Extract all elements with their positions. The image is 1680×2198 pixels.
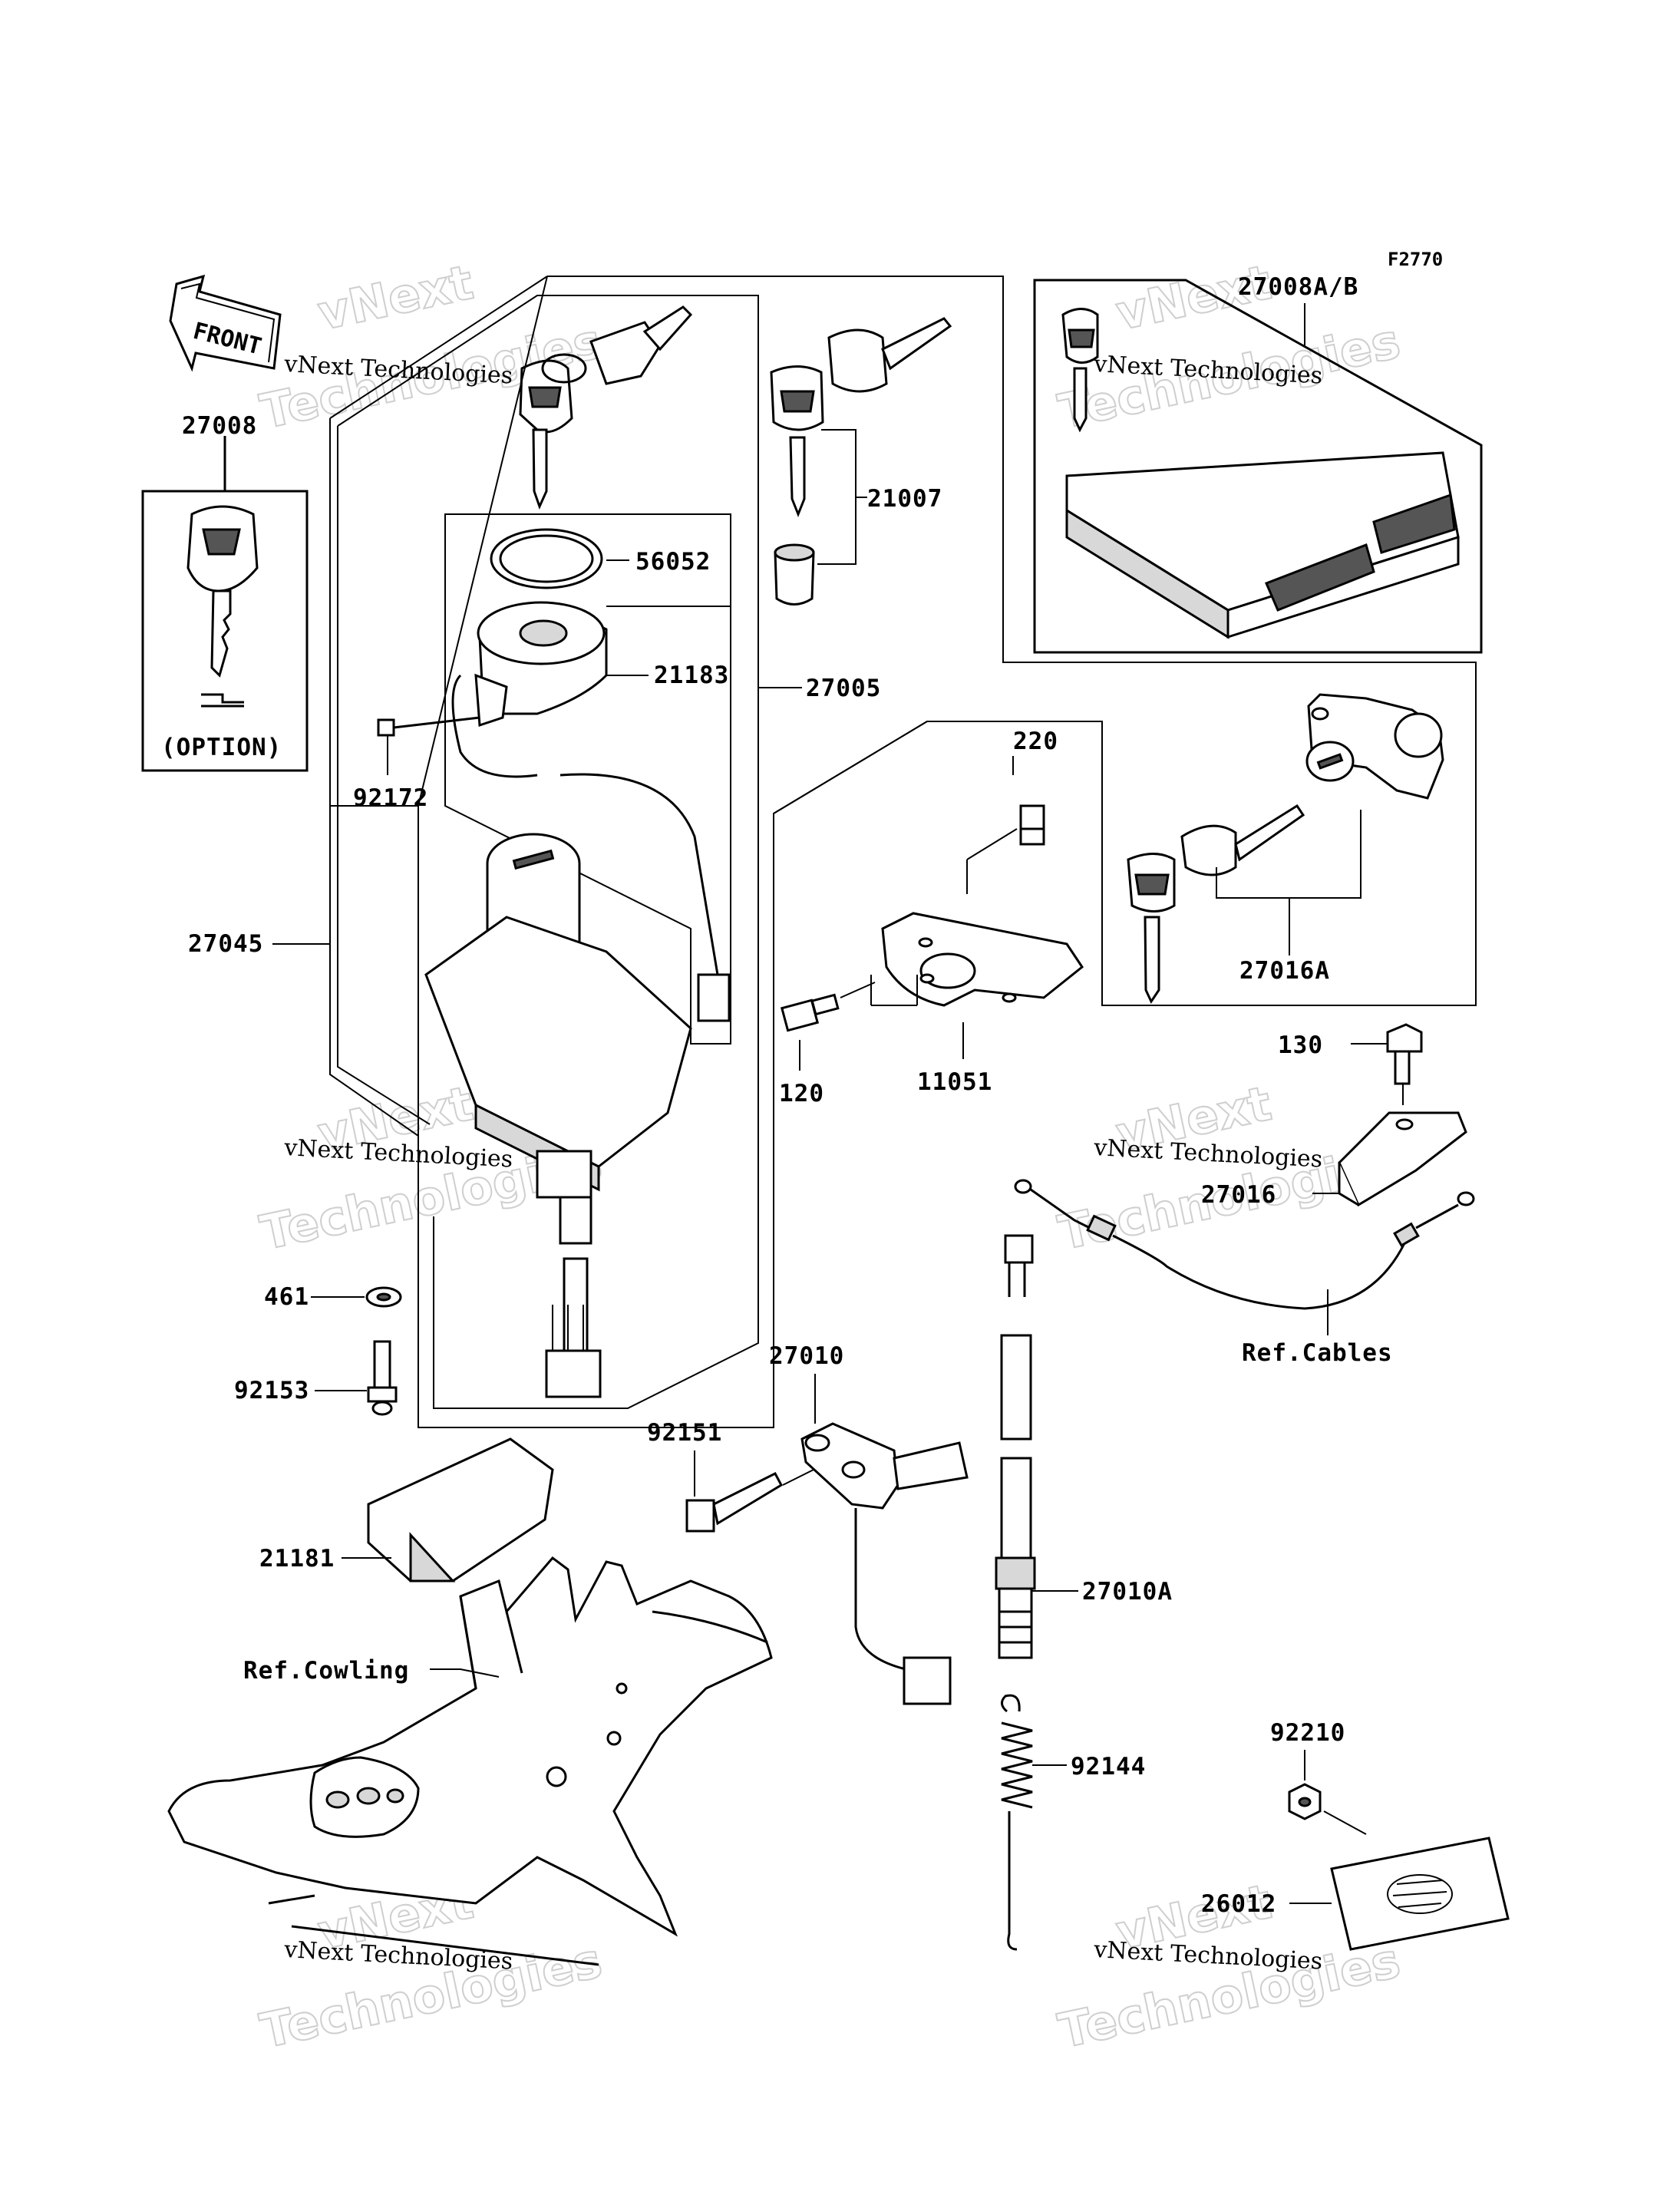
cable-icon [1014,1179,1475,1310]
part-label-461: 461 [264,1283,309,1311]
key-icon [186,505,259,678]
part-label-220: 220 [1013,728,1058,755]
watermark-text: vNext Technologies [1093,1936,1323,1975]
part-label-92153: 92153 [234,1377,309,1404]
part-label-27016A: 27016A [1239,957,1330,985]
ignition-switch-icon [424,833,692,1398]
ecu-group [1033,279,1483,654]
screw-92172-icon [377,716,480,737]
spring-92144-icon [1001,1694,1033,1951]
part-label-27008ab: 27008A/B [1238,273,1358,301]
part-label-21007: 21007 [867,485,942,513]
part-label-130: 130 [1278,1031,1323,1059]
bolt-92151-icon [685,1472,783,1533]
cable-bracket-27016-icon [1338,1111,1467,1207]
part-label-ref-cables: Ref.Cables [1242,1339,1393,1367]
switch-27010-icon [800,1422,969,1705]
part-label-92210: 92210 [1270,1719,1345,1747]
svg-text:vNext: vNext [313,254,478,342]
part-label-27005: 27005 [806,675,881,702]
part-label-92172: 92172 [353,784,428,812]
bolt-130-icon [1386,1023,1423,1085]
key-pair-icon [519,305,693,510]
part-label-27008: 27008 [182,412,257,440]
bolt-220-icon [1019,804,1045,846]
bolt-92153-icon [367,1340,398,1416]
part-label-92151: 92151 [647,1419,722,1447]
key-pair-27016A-icon [1127,804,1305,1005]
part-label-ref-cowling: Ref.Cowling [243,1657,409,1685]
part-label-26012: 26012 [1201,1890,1276,1918]
watermark-text: vNext Technologies [283,1936,513,1975]
bolt-120-icon [780,993,840,1032]
option-key-group: (OPTION) [141,436,309,772]
o-ring-56052-icon [490,528,603,589]
part-label-11051: 11051 [917,1068,992,1096]
frame-icon [167,1556,773,1966]
part-label-21183: 21183 [654,662,729,689]
part-label-21181: 21181 [259,1545,335,1573]
part-label-27010A: 27010A [1082,1578,1173,1606]
relay-21181-icon [367,1437,554,1582]
part-label-92144: 92144 [1071,1753,1146,1781]
part-label-120: 120 [779,1080,824,1107]
part-label-27045: 27045 [188,930,263,958]
label-26012-icon [1330,1837,1510,1951]
part-label-27016: 27016 [1201,1181,1276,1209]
part-label-56052: 56052 [635,548,711,576]
bracket-11051-icon [881,912,1084,1007]
option-label: (OPTION) [161,734,282,761]
watermark-text: vNext Technologies [283,1134,513,1173]
front-arrow-icon: FRONT [169,274,282,372]
figure-id: F2770 [1388,249,1443,270]
key-set-21007-icon [770,317,952,606]
connector-icon [697,973,731,1022]
sensor-27010A-icon [995,1234,1036,1659]
nut-92210-icon [1288,1783,1322,1820]
washer-461-icon [365,1286,402,1308]
watermark-text: vNext Technologies [1093,1134,1323,1173]
switch-head-21183-icon [474,601,608,728]
seat-lock-icon [1305,693,1444,800]
part-label-27010: 27010 [769,1342,844,1370]
